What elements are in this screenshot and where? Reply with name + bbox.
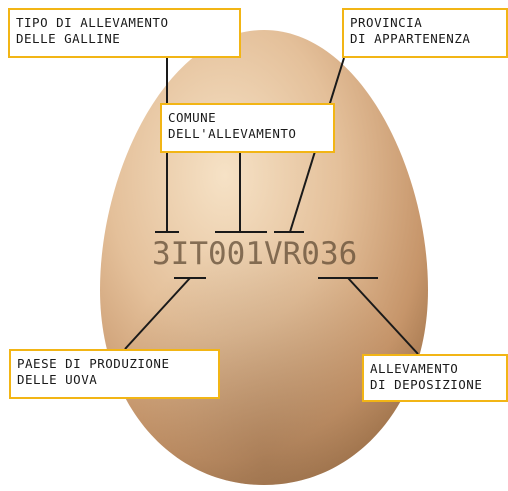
label-allevamento-line-2: DI DEPOSIZIONE: [370, 377, 500, 393]
label-tipo-line-1: TIPO DI ALLEVAMENTO: [16, 15, 233, 31]
label-tipo-line-2: DELLE GALLINE: [16, 31, 233, 47]
label-paese: PAESE DI PRODUZIONE DELLE UOVA: [9, 349, 220, 399]
egg-code-stamp: 3IT001VR036: [152, 236, 357, 272]
label-allevamento-line-1: ALLEVAMENTO: [370, 361, 500, 377]
label-comune: COMUNE DELL'ALLEVAMENTO: [160, 103, 335, 153]
label-comune-line-2: DELL'ALLEVAMENTO: [168, 126, 327, 142]
label-paese-line-2: DELLE UOVA: [17, 372, 212, 388]
label-comune-line-1: COMUNE: [168, 110, 327, 126]
label-paese-line-1: PAESE DI PRODUZIONE: [17, 356, 212, 372]
label-tipo-allevamento: TIPO DI ALLEVAMENTO DELLE GALLINE: [8, 8, 241, 58]
label-allevamento-deposizione: ALLEVAMENTO DI DEPOSIZIONE: [362, 354, 508, 402]
label-provincia: PROVINCIA DI APPARTENENZA: [342, 8, 508, 58]
label-provincia-line-2: DI APPARTENENZA: [350, 31, 500, 47]
label-provincia-line-1: PROVINCIA: [350, 15, 500, 31]
